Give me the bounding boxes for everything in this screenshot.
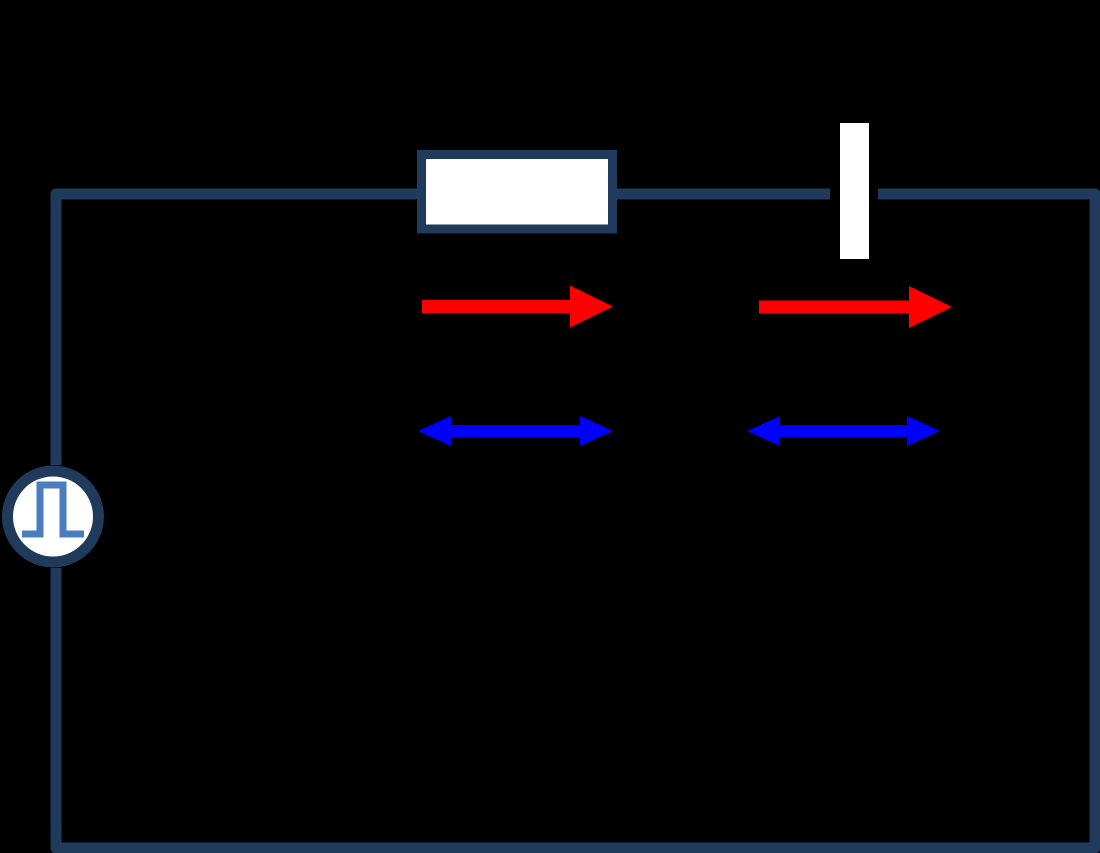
wire-bottom-and-right-segment bbox=[50, 188, 1100, 853]
resistor bbox=[417, 150, 617, 234]
oscillation-arrow-at-capacitor bbox=[747, 416, 940, 446]
pulse-source-circle bbox=[2, 465, 104, 568]
wire-top-left-segment bbox=[50, 188, 417, 465]
current-arrow-at-resistor bbox=[422, 285, 613, 328]
current-arrow-at-capacitor bbox=[759, 286, 952, 328]
pulse-waveform-icon bbox=[22, 481, 84, 538]
capacitor-plate bbox=[840, 123, 869, 259]
oscillation-arrow-at-resistor bbox=[418, 416, 613, 446]
